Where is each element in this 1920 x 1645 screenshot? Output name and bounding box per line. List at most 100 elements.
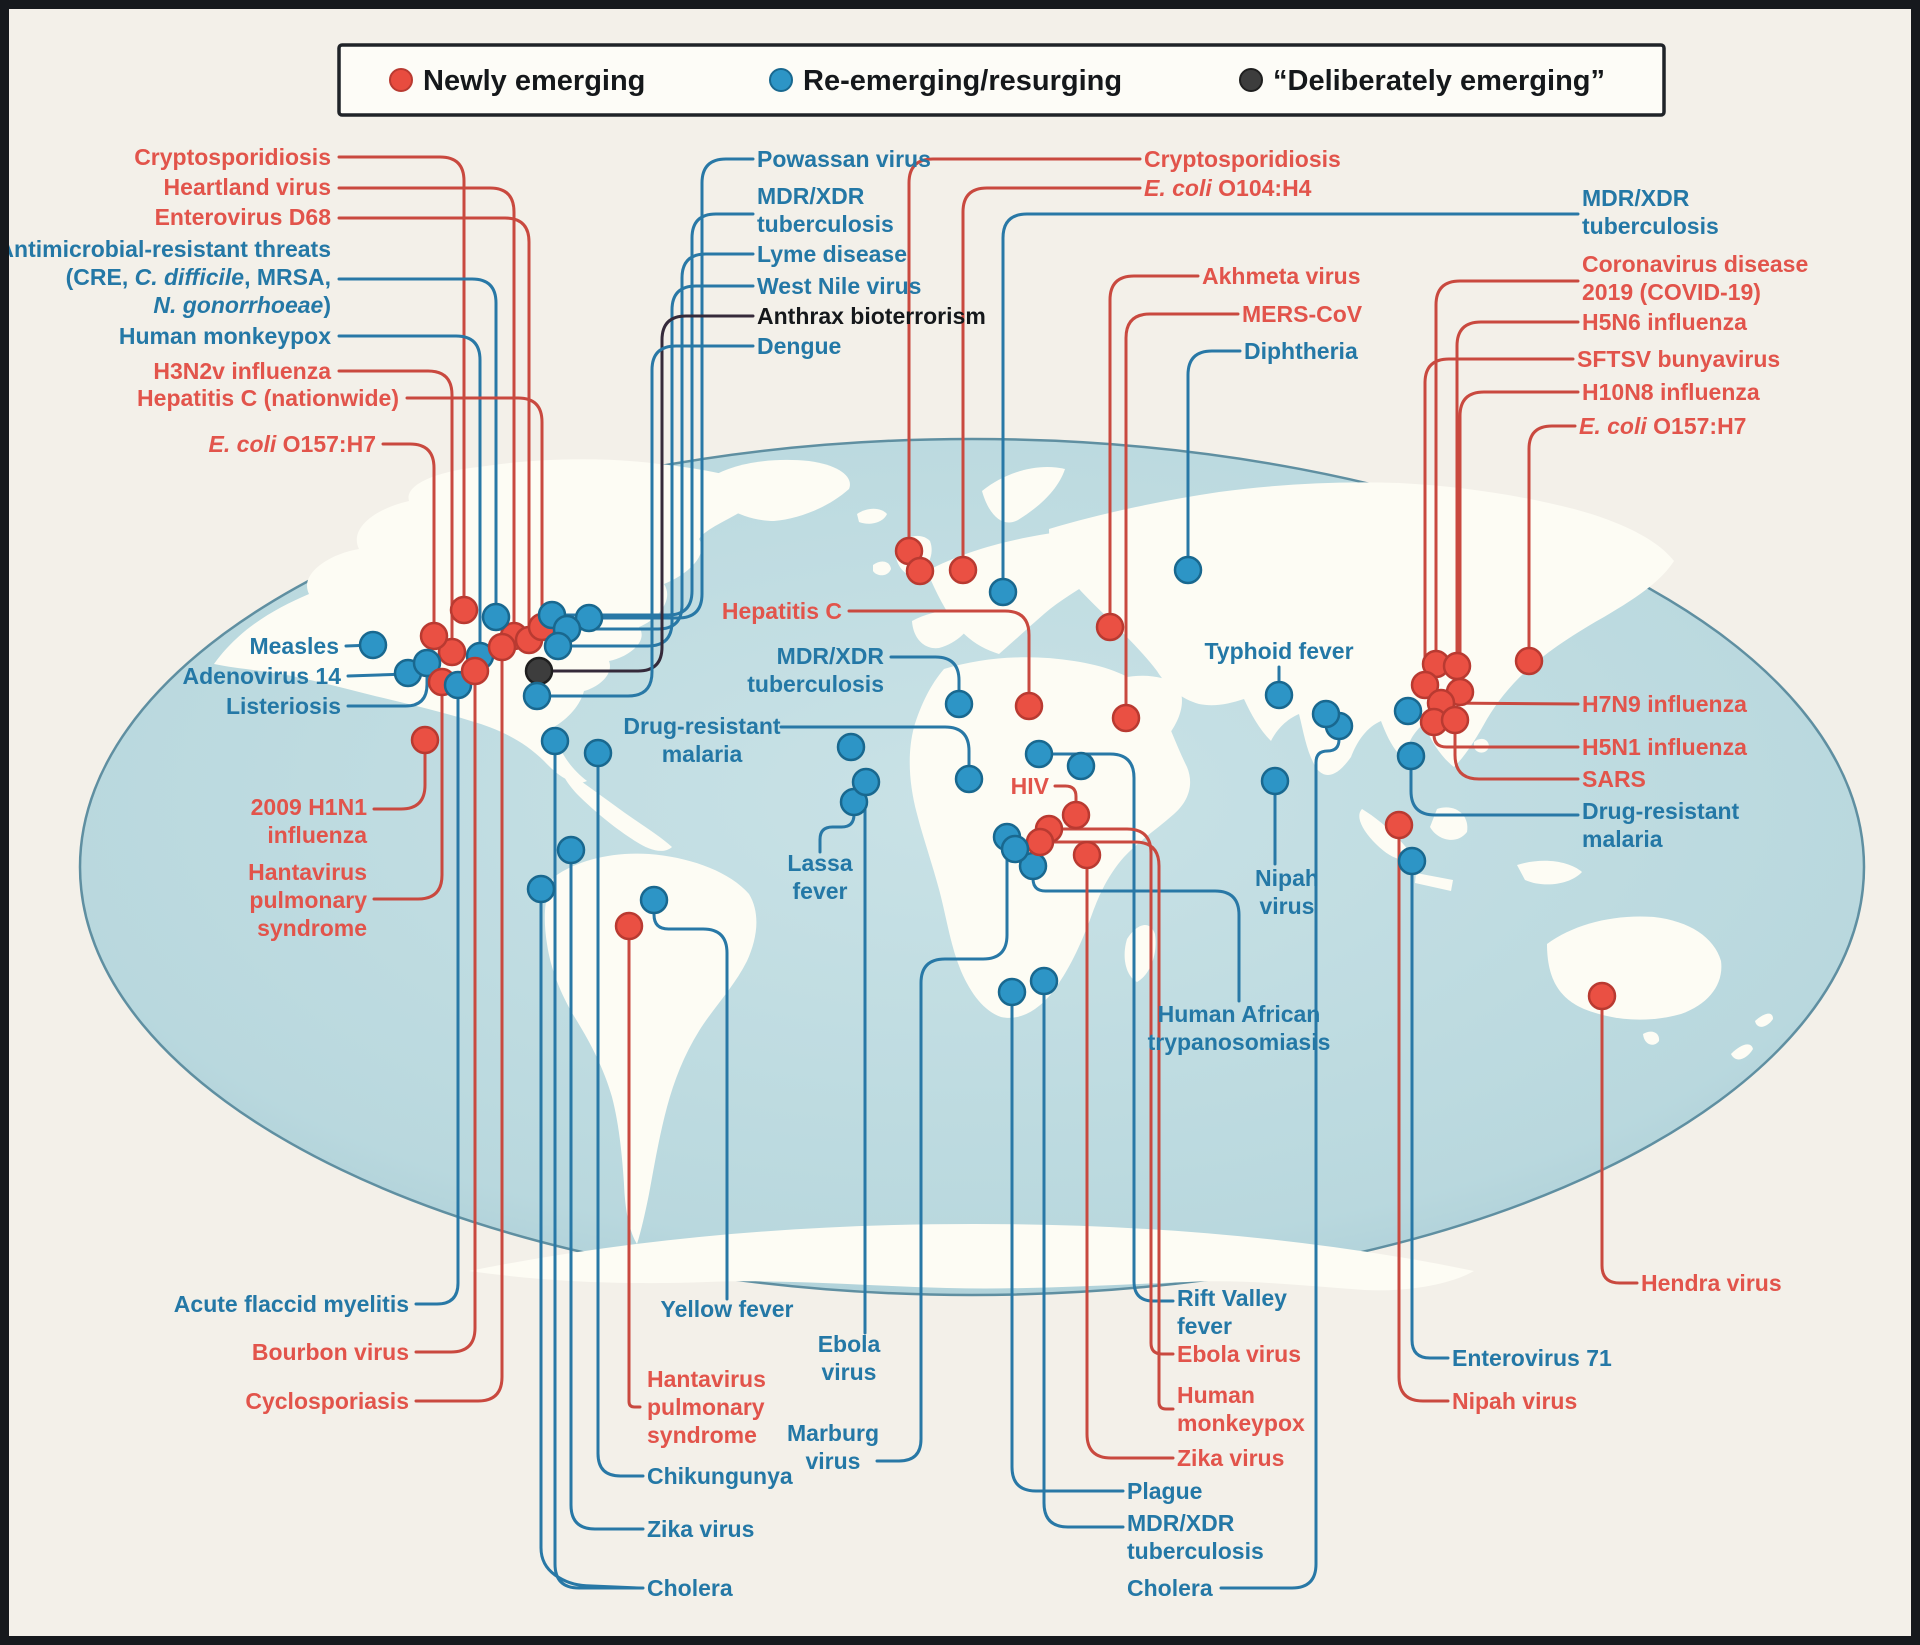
landmass-4 <box>709 459 850 521</box>
label-human-monkeypox-us: Human monkeypox <box>119 323 331 349</box>
dot-h3n2v-influenza <box>437 637 467 667</box>
line-dengue <box>535 344 755 698</box>
line-enterovirus-d68 <box>337 216 531 642</box>
line-sftsv-bunyavirus <box>1423 357 1575 687</box>
label-chikungunya: Chikungunya <box>647 1463 793 1489</box>
dot-typhoid-fever <box>1264 680 1294 710</box>
dot-plague <box>997 977 1027 1007</box>
dot-bourbon-virus <box>460 656 490 686</box>
line-human-african-tryp <box>1031 864 1241 1003</box>
label-yellow-fever: Yellow fever <box>661 1296 794 1322</box>
label-zika-virus-red: Zika virus <box>1177 1445 1284 1471</box>
line-lassa-fever <box>818 800 856 854</box>
landmass-14 <box>1049 482 1674 776</box>
label-mers-cov: MERS-CoV <box>1242 301 1363 327</box>
line-hendra-virus <box>1600 994 1639 1285</box>
label-typhoid-fever: Typhoid fever <box>1204 638 1353 664</box>
line-mdr-xdr-tb-s-africa <box>1042 979 1125 1529</box>
legend-dot-0 <box>389 68 413 92</box>
dot-rift-valley-fever <box>1024 739 1054 769</box>
line-cryptosporidiosis-us <box>337 155 466 612</box>
label-lyme-disease: Lyme disease <box>757 241 907 267</box>
line-listeriosis <box>346 661 429 708</box>
dot-diphtheria <box>1173 555 1203 585</box>
dot-cryptosporidiosis-us <box>449 595 479 625</box>
legend-dot-2 <box>1239 68 1263 92</box>
dot-china-west <box>1393 696 1423 726</box>
dot-listeriosis <box>412 648 442 678</box>
dot-nipah-virus-malaysia <box>1384 810 1414 840</box>
label-hendra-virus: Hendra virus <box>1641 1270 1782 1296</box>
line-cyclosporiasis <box>414 645 504 1403</box>
label-nipah-virus-malaysia: Nipah virus <box>1452 1388 1577 1414</box>
line-mdr-xdr-tb-africa <box>889 655 961 706</box>
line-zika-virus-red <box>1085 853 1175 1460</box>
dot-e-coli-o104 <box>948 555 978 585</box>
legend-label-1: Re-emerging/resurging <box>803 65 1122 97</box>
dot-mers-cov <box>1111 703 1141 733</box>
label-hepatitis-c-egypt: Hepatitis C <box>722 598 842 624</box>
label-bourbon-virus: Bourbon virus <box>252 1339 409 1365</box>
dot-mdr-xdr-tb-russia <box>988 577 1018 607</box>
label-cholera-asia: Cholera <box>1127 1575 1213 1601</box>
dot-drug-resistant-malaria-africa <box>954 764 984 794</box>
line-e-coli-o157-japan <box>1527 424 1577 663</box>
line-mdr-xdr-tb-russia <box>1001 212 1580 594</box>
disease-dots <box>358 536 1617 1011</box>
line-mdr-xdr-tb-top <box>550 212 755 617</box>
line-rift-valley-fever <box>1037 752 1175 1303</box>
landmass-18 <box>1415 873 1453 891</box>
label-cryptosporidiosis-uk: Cryptosporidiosis <box>1144 146 1341 172</box>
dot-sftsv-bunyavirus <box>1410 670 1440 700</box>
landmass-23 <box>1731 1013 1773 1060</box>
landmass-13 <box>1104 675 1182 758</box>
landmass-12 <box>1124 925 1156 982</box>
label-measles: Measles <box>249 633 339 659</box>
dot-enterovirus-71 <box>1397 846 1427 876</box>
label-cholera-haiti: Cholera <box>647 1575 733 1601</box>
dot-mdr-xdr-tb-s-africa <box>1029 966 1059 996</box>
line-h1n1-2009 <box>372 738 427 811</box>
dot-anthrax-bioterrorism <box>524 656 554 686</box>
line-sars <box>1453 718 1580 781</box>
line-heartland-virus <box>337 186 516 638</box>
line-human-monkeypox-africa <box>1038 840 1175 1411</box>
dot-w-africa <box>836 732 866 762</box>
line-h5n6-influenza <box>1455 320 1580 668</box>
dot-h1n1-2009 <box>410 725 440 755</box>
dot-hendra-virus <box>1587 981 1617 1011</box>
label-h5n6-influenza: H5N6 influenza <box>1582 309 1747 335</box>
line-covid-19 <box>1434 279 1580 666</box>
label-sars: SARS <box>1582 766 1646 792</box>
dot-e-africa <box>1066 751 1096 781</box>
line-human-monkeypox-us <box>337 334 482 658</box>
label-akhmeta-virus: Akhmeta virus <box>1202 263 1361 289</box>
dot-cholera-haiti <box>540 726 570 756</box>
label-dengue: Dengue <box>757 333 841 359</box>
landmass-20 <box>1517 860 1582 885</box>
landmass-24 <box>569 473 687 511</box>
landmass-25 <box>469 1224 1474 1291</box>
label-sftsv-bunyavirus: SFTSV bunyavirus <box>1577 346 1780 372</box>
label-e-coli-o104: E. coli O104:H4 <box>1144 175 1312 201</box>
dot-peru <box>526 874 556 904</box>
line-e-coli-o157-us <box>381 442 436 638</box>
line-powassan-virus <box>587 157 755 620</box>
line-enterovirus-71 <box>1410 859 1450 1360</box>
line-diphtheria <box>1186 349 1242 572</box>
legend-box <box>337 43 1666 117</box>
label-e-coli-o157-japan: E. coli O157:H7 <box>1579 413 1746 439</box>
label-enterovirus-71: Enterovirus 71 <box>1452 1345 1612 1371</box>
line-drug-resistant-malaria-sea <box>1409 754 1580 817</box>
